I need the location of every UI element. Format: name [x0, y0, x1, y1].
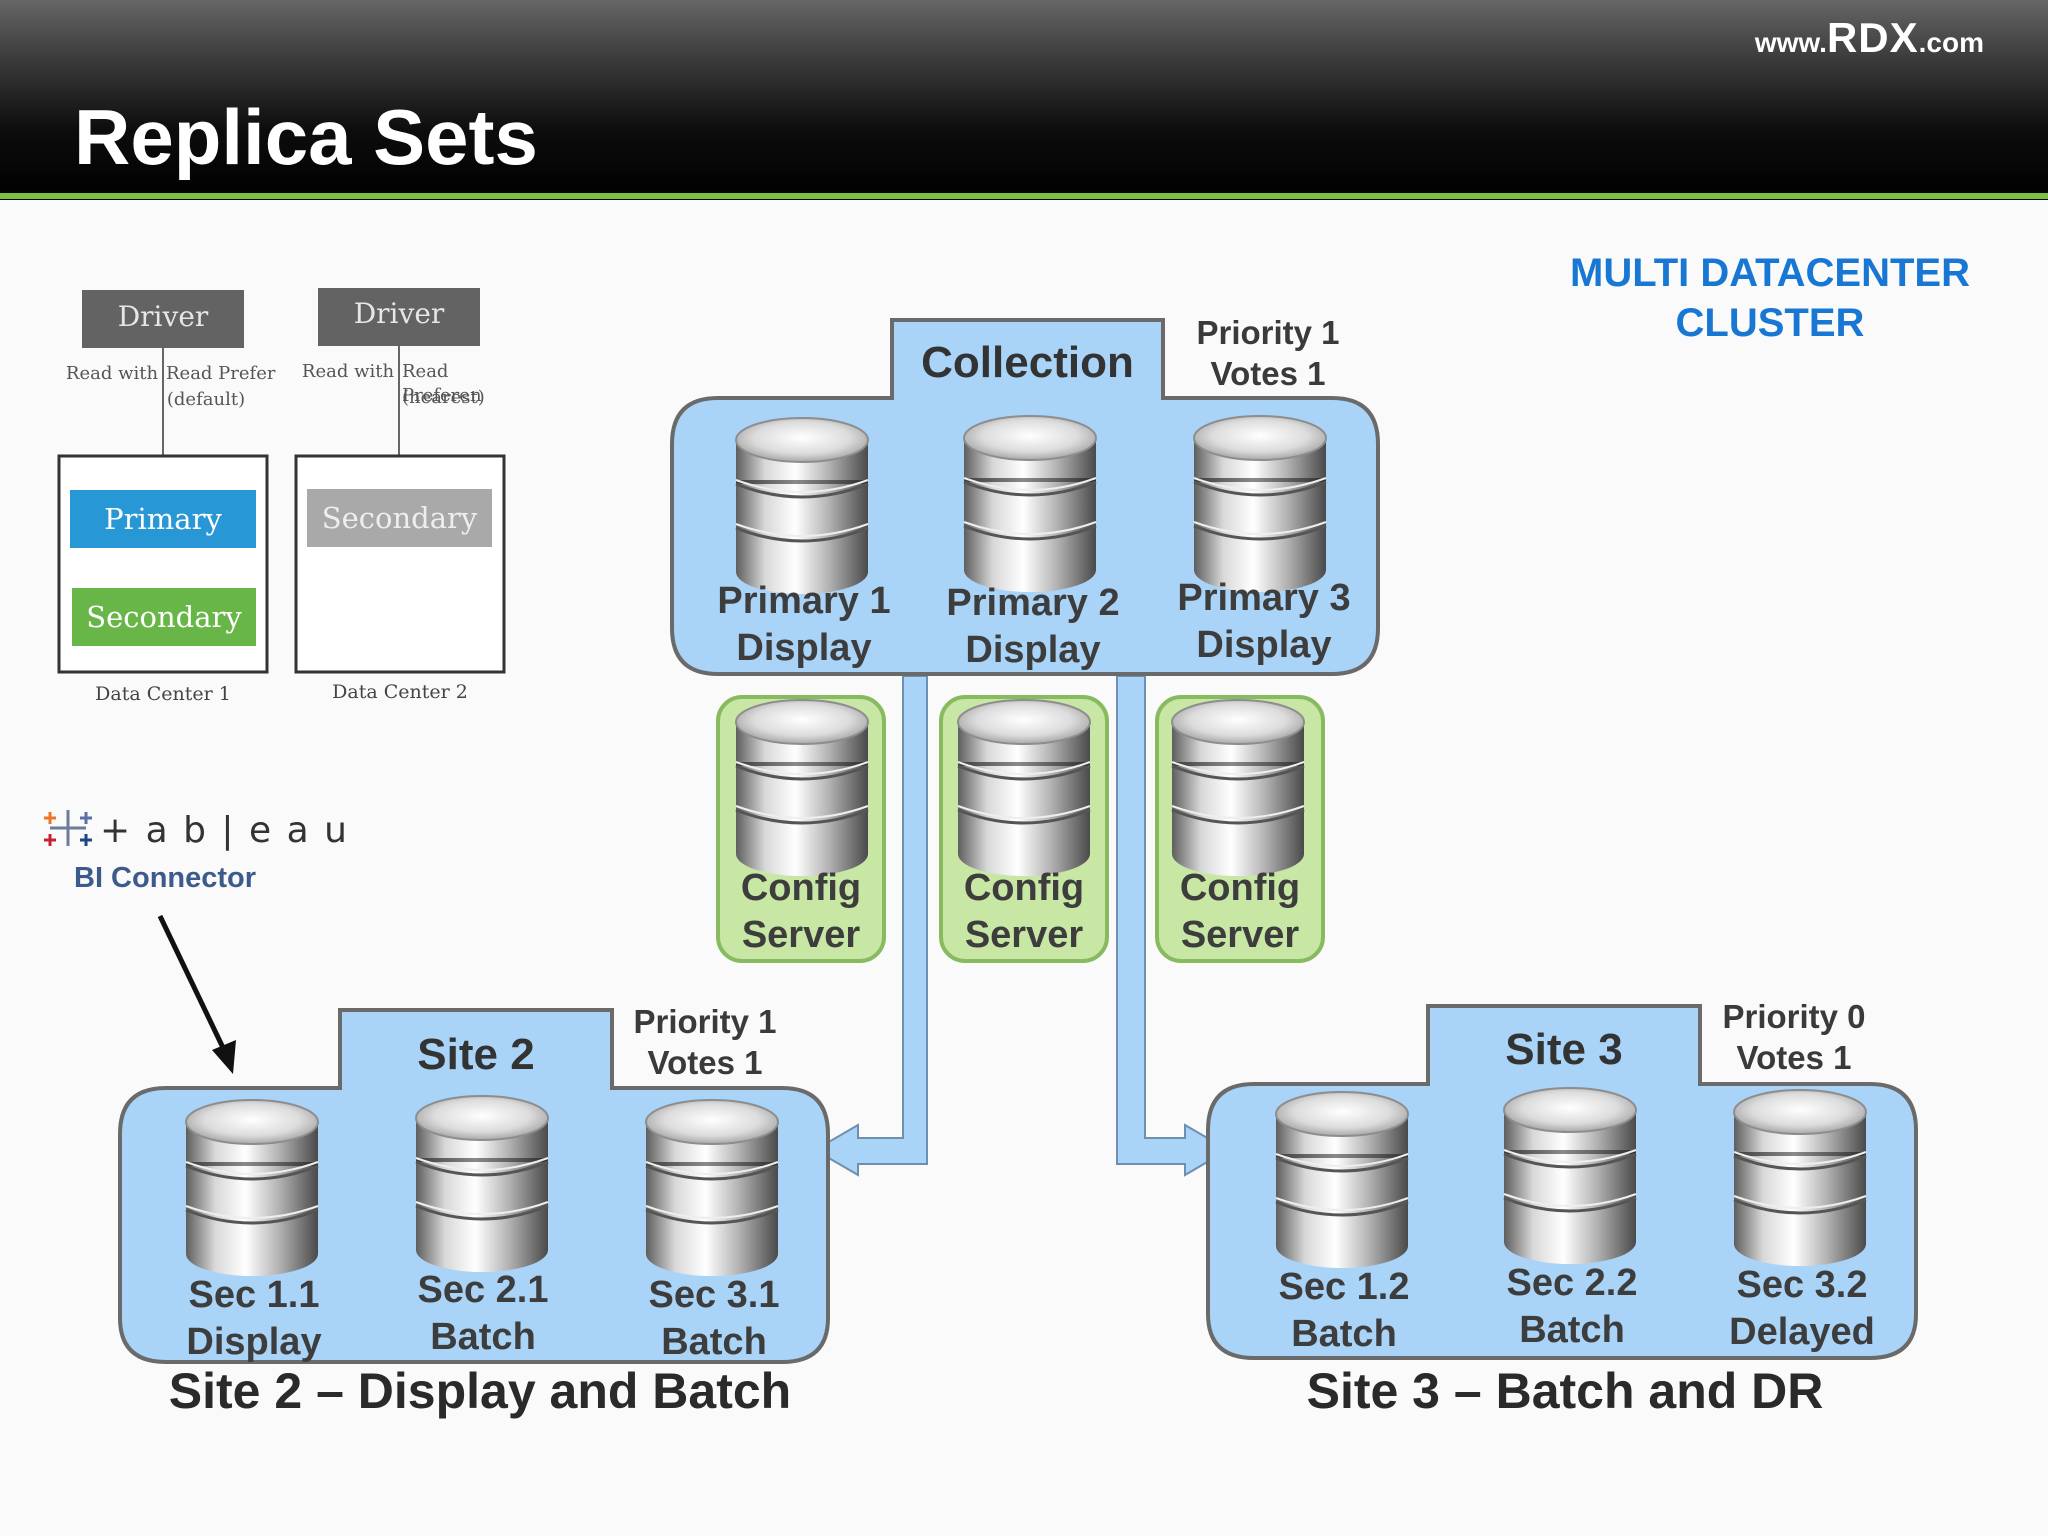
node-line-1: Config	[963, 867, 1085, 909]
database-icon	[734, 416, 870, 596]
collection-priority-votes: Priority 1 Votes 1	[1168, 312, 1368, 394]
node-line-2: Server	[741, 914, 861, 956]
inset-right-read-b: Read Preferen	[402, 361, 482, 406]
config-server-3: Config Server	[1140, 865, 1340, 959]
rdx-url-suffix: .com	[1918, 27, 1984, 58]
config-server-2: Config Server	[924, 865, 1124, 959]
collection-title: Collection	[921, 338, 1134, 387]
inset-right-read-a: Read with	[301, 361, 395, 382]
database-icon	[184, 1098, 320, 1278]
database-icon	[1192, 414, 1328, 594]
node-sec-3-1: Sec 3.1 Batch	[614, 1272, 814, 1366]
slide-header	[0, 0, 2048, 200]
database-icon	[962, 414, 1098, 594]
node-line-2: Display	[1196, 624, 1332, 666]
node-sec-3-2: Sec 3.2 Delayed	[1702, 1262, 1902, 1356]
node-line-1: Primary 3	[1177, 577, 1351, 619]
node-line-1: Sec 3.2	[1736, 1264, 1868, 1306]
rdx-url-prefix: www.	[1754, 27, 1827, 58]
inset-left-read-c: (default)	[166, 389, 246, 410]
site3-title: Site 3	[1505, 1025, 1623, 1074]
node-line-1: Sec 1.1	[188, 1274, 320, 1316]
inset-driver-left: Driver	[117, 300, 209, 333]
inset-driver-right: Driver	[353, 297, 445, 330]
node-primary-1: Primary 1 Display	[704, 578, 904, 672]
inset-left-read-a: Read with	[65, 363, 159, 384]
inset-driver-box-right	[318, 288, 480, 346]
bi-connector-arrow	[157, 914, 229, 1056]
subtitle-line-2: CLUSTER	[1675, 301, 1865, 345]
collection-votes: Votes 1	[1210, 355, 1326, 392]
inset-secondary-left-label: Secondary	[86, 600, 242, 634]
site2-priority: Priority 1	[633, 1003, 777, 1040]
arrow-to-site2	[813, 675, 928, 1177]
node-line-1: Sec 1.2	[1278, 1266, 1410, 1308]
node-line-1: Sec 2.1	[417, 1269, 549, 1311]
node-line-2: Display	[965, 629, 1101, 671]
inset-dc1-label: Data Center 1	[95, 683, 231, 705]
diagram-subtitle: MULTI DATACENTER CLUSTER	[1560, 248, 1980, 348]
slide-title: Replica Sets	[74, 93, 538, 181]
site3-priority: Priority 0	[1722, 998, 1866, 1035]
node-sec-1-1: Sec 1.1 Display	[154, 1272, 354, 1366]
node-line-2: Batch	[1291, 1313, 1397, 1355]
database-icon	[956, 698, 1092, 878]
node-primary-3: Primary 3 Display	[1164, 575, 1364, 669]
node-line-2: Display	[186, 1321, 322, 1363]
node-line-1: Primary 1	[717, 580, 891, 622]
inset-secondary-box-green	[72, 588, 256, 646]
node-line-2: Batch	[430, 1316, 536, 1358]
node-line-1: Sec 3.1	[648, 1274, 780, 1316]
bi-connector-label: BI Connector	[74, 862, 257, 894]
inset-secondary-box-gray	[307, 489, 492, 547]
database-icon	[1502, 1086, 1638, 1266]
node-sec-2-1: Sec 2.1 Batch	[383, 1267, 583, 1361]
site3-caption: Site 3 – Batch and DR	[1306, 1363, 1824, 1419]
config-server-1: Config Server	[701, 865, 901, 959]
inset-datacenter-2	[294, 454, 506, 674]
subtitle-line-1: MULTI DATACENTER	[1570, 251, 1970, 295]
node-line-2: Batch	[1519, 1309, 1625, 1351]
inset-dc2-label: Data Center 2	[332, 681, 468, 703]
inset-left-read-b: Read Prefer	[166, 363, 276, 384]
site2-title: Site 2	[417, 1030, 535, 1079]
node-line-2: Delayed	[1729, 1311, 1875, 1353]
node-line-2: Batch	[661, 1321, 767, 1363]
node-primary-2: Primary 2 Display	[933, 580, 1133, 674]
tableau-logo-icon	[44, 810, 92, 846]
rdx-logo: www.RDX.com	[1755, 14, 1984, 62]
tableau-wordmark: + a b | e a u	[100, 810, 349, 851]
collection-priority: Priority 1	[1196, 314, 1340, 351]
site2-votes: Votes 1	[647, 1044, 763, 1081]
node-line-2: Server	[1180, 914, 1300, 956]
node-line-2: Server	[964, 914, 1084, 956]
site3-priority-votes: Priority 0 Votes 1	[1694, 996, 1894, 1078]
node-line-1: Config	[1179, 867, 1301, 909]
database-icon	[414, 1094, 550, 1274]
node-sec-1-2: Sec 1.2 Batch	[1244, 1264, 1444, 1358]
site3-votes: Votes 1	[1736, 1039, 1852, 1076]
node-line-1: Sec 2.2	[1506, 1262, 1638, 1304]
site2-priority-votes: Priority 1 Votes 1	[605, 1001, 805, 1083]
database-icon	[734, 698, 870, 878]
database-icon	[1274, 1090, 1410, 1270]
node-sec-2-2: Sec 2.2 Batch	[1472, 1260, 1672, 1354]
node-line-1: Primary 2	[946, 582, 1120, 624]
rdx-url-brand: RDX	[1826, 14, 1919, 61]
inset-driver-box-left	[82, 290, 244, 348]
inset-primary-box	[70, 490, 256, 548]
node-line-2: Display	[736, 627, 872, 669]
header-accent-line	[0, 193, 2048, 199]
node-line-1: Config	[740, 867, 862, 909]
database-icon	[1170, 698, 1306, 878]
inset-secondary-right-label: Secondary	[321, 501, 478, 535]
inset-right-read-c: (nearest)	[402, 387, 485, 408]
database-icon	[644, 1098, 780, 1278]
database-icon	[1732, 1088, 1868, 1268]
inset-primary-label: Primary	[104, 502, 222, 536]
site2-caption: Site 2 – Display and Batch	[168, 1363, 792, 1419]
